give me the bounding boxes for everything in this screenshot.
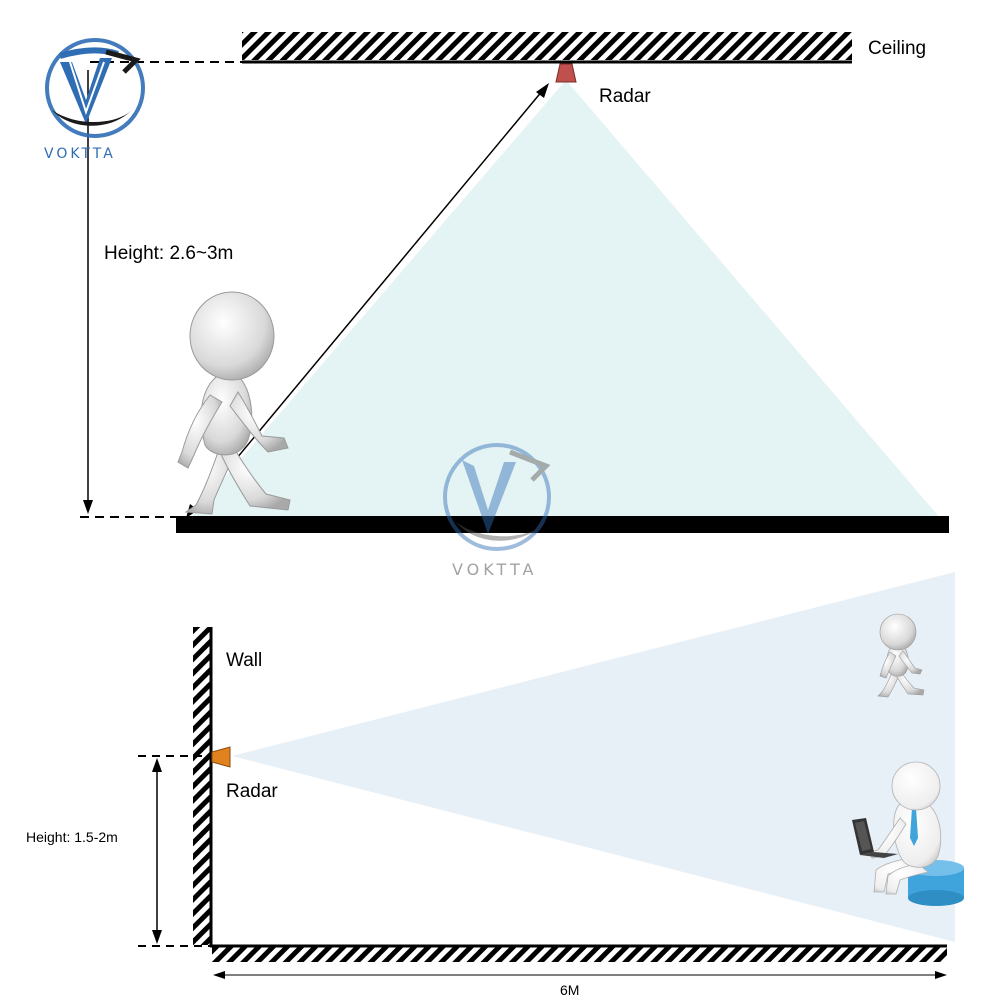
- wall-bar: [193, 627, 210, 945]
- ceiling-radar-device: [555, 63, 577, 83]
- wall-radar-device: [211, 746, 231, 768]
- ceiling-bar: [242, 32, 852, 60]
- floor-bar: [176, 516, 949, 533]
- watermark-text: VOKTTA: [452, 560, 538, 579]
- walking-person-figure: [177, 291, 291, 515]
- small-walking-person-figure: [877, 613, 925, 698]
- ceiling-mount-section: [80, 32, 949, 533]
- ceiling-radar-label: Radar: [599, 86, 651, 107]
- logo-text: VOKTTA: [44, 146, 116, 162]
- ceiling-height-label: Height: 2.6~3m: [104, 243, 234, 264]
- distance-label: 6M: [560, 982, 580, 998]
- ceiling-label: Ceiling: [868, 38, 927, 59]
- wall-label: Wall: [226, 650, 263, 671]
- wall-height-arrow: [152, 758, 162, 944]
- laptop-icon: [852, 818, 898, 858]
- voktta-watermark-logo: [443, 443, 551, 551]
- bottom-floor-bar: [212, 947, 947, 962]
- wall-radar-label: Radar: [226, 781, 278, 802]
- ceiling-height-arrow: [83, 70, 93, 514]
- voktta-logo: [45, 38, 145, 138]
- ceiling-radar-beam: [190, 80, 940, 518]
- wall-mount-section: [138, 572, 964, 979]
- seated-person-with-laptop-figure: [852, 761, 964, 906]
- distance-arrow: [213, 971, 947, 979]
- wall-radar-beam: [232, 572, 955, 942]
- wall-height-label: Height: 1.5-2m: [26, 829, 118, 845]
